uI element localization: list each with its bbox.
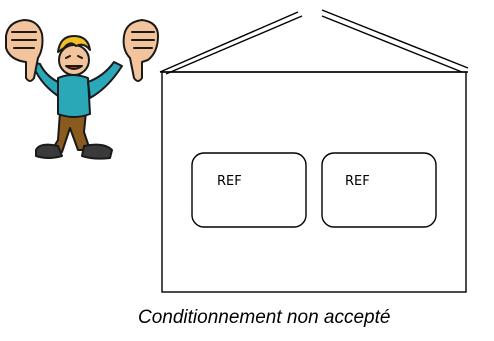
caption: Conditionnement non accepté [138, 307, 391, 328]
ref-box-left-label: REF [217, 174, 242, 189]
ref-box-right-label: REF [345, 174, 370, 189]
house-roof [159, 9, 469, 75]
house-body [161, 71, 467, 293]
thumbs-down-figure-icon [5, 19, 159, 160]
ref-box-left [191, 152, 307, 228]
ref-box-right [321, 152, 437, 228]
